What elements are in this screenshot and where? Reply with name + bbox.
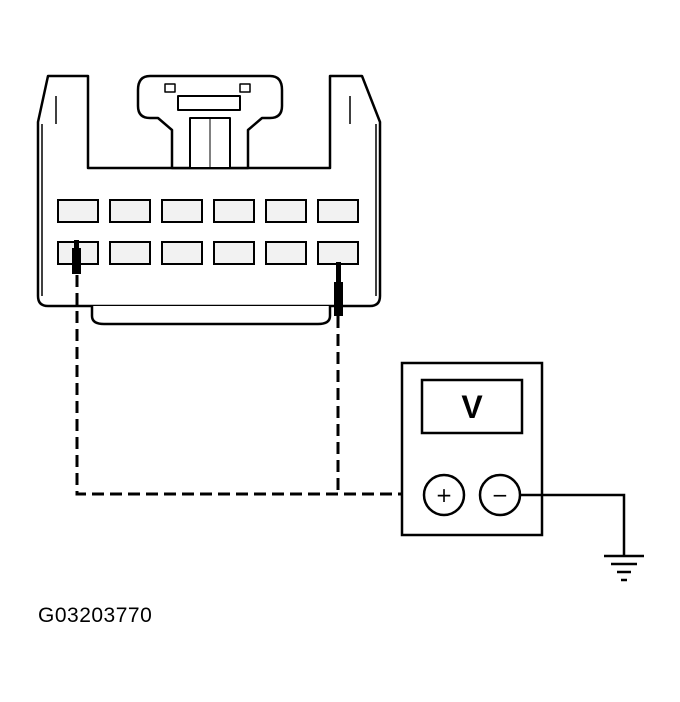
connector-cavity xyxy=(57,199,99,223)
connector-cavities xyxy=(57,199,359,265)
voltmeter-display xyxy=(420,378,524,435)
connector-cavity xyxy=(109,241,151,265)
connector-cavity xyxy=(265,241,307,265)
locking-tab-window-left xyxy=(164,83,176,93)
positive-symbol: + xyxy=(436,483,453,507)
connector-cavity xyxy=(109,199,151,223)
test-leads xyxy=(75,275,414,496)
connector-cavity xyxy=(161,241,203,265)
locking-tab-window-right xyxy=(239,83,251,93)
connector-cavity xyxy=(317,241,359,265)
probe-left xyxy=(72,240,81,274)
negative-symbol: − xyxy=(492,483,509,507)
connector-cavity xyxy=(213,199,255,223)
ground-lead xyxy=(520,493,626,556)
connector-inner-outline xyxy=(41,96,377,296)
probe-right xyxy=(334,262,343,316)
voltmeter: V + − xyxy=(400,361,544,537)
voltmeter-label: V xyxy=(461,389,483,425)
figure-caption: G03203770 xyxy=(38,604,153,627)
connector-cavity xyxy=(213,241,255,265)
connector-cavity xyxy=(161,199,203,223)
locking-tab-latch xyxy=(177,95,241,111)
ground-symbol xyxy=(604,554,644,582)
positive-terminal xyxy=(422,473,466,517)
connector-cavity xyxy=(265,199,307,223)
connector-skirt xyxy=(90,306,332,326)
connector-cavity xyxy=(317,199,359,223)
test-lead-left xyxy=(75,275,414,496)
